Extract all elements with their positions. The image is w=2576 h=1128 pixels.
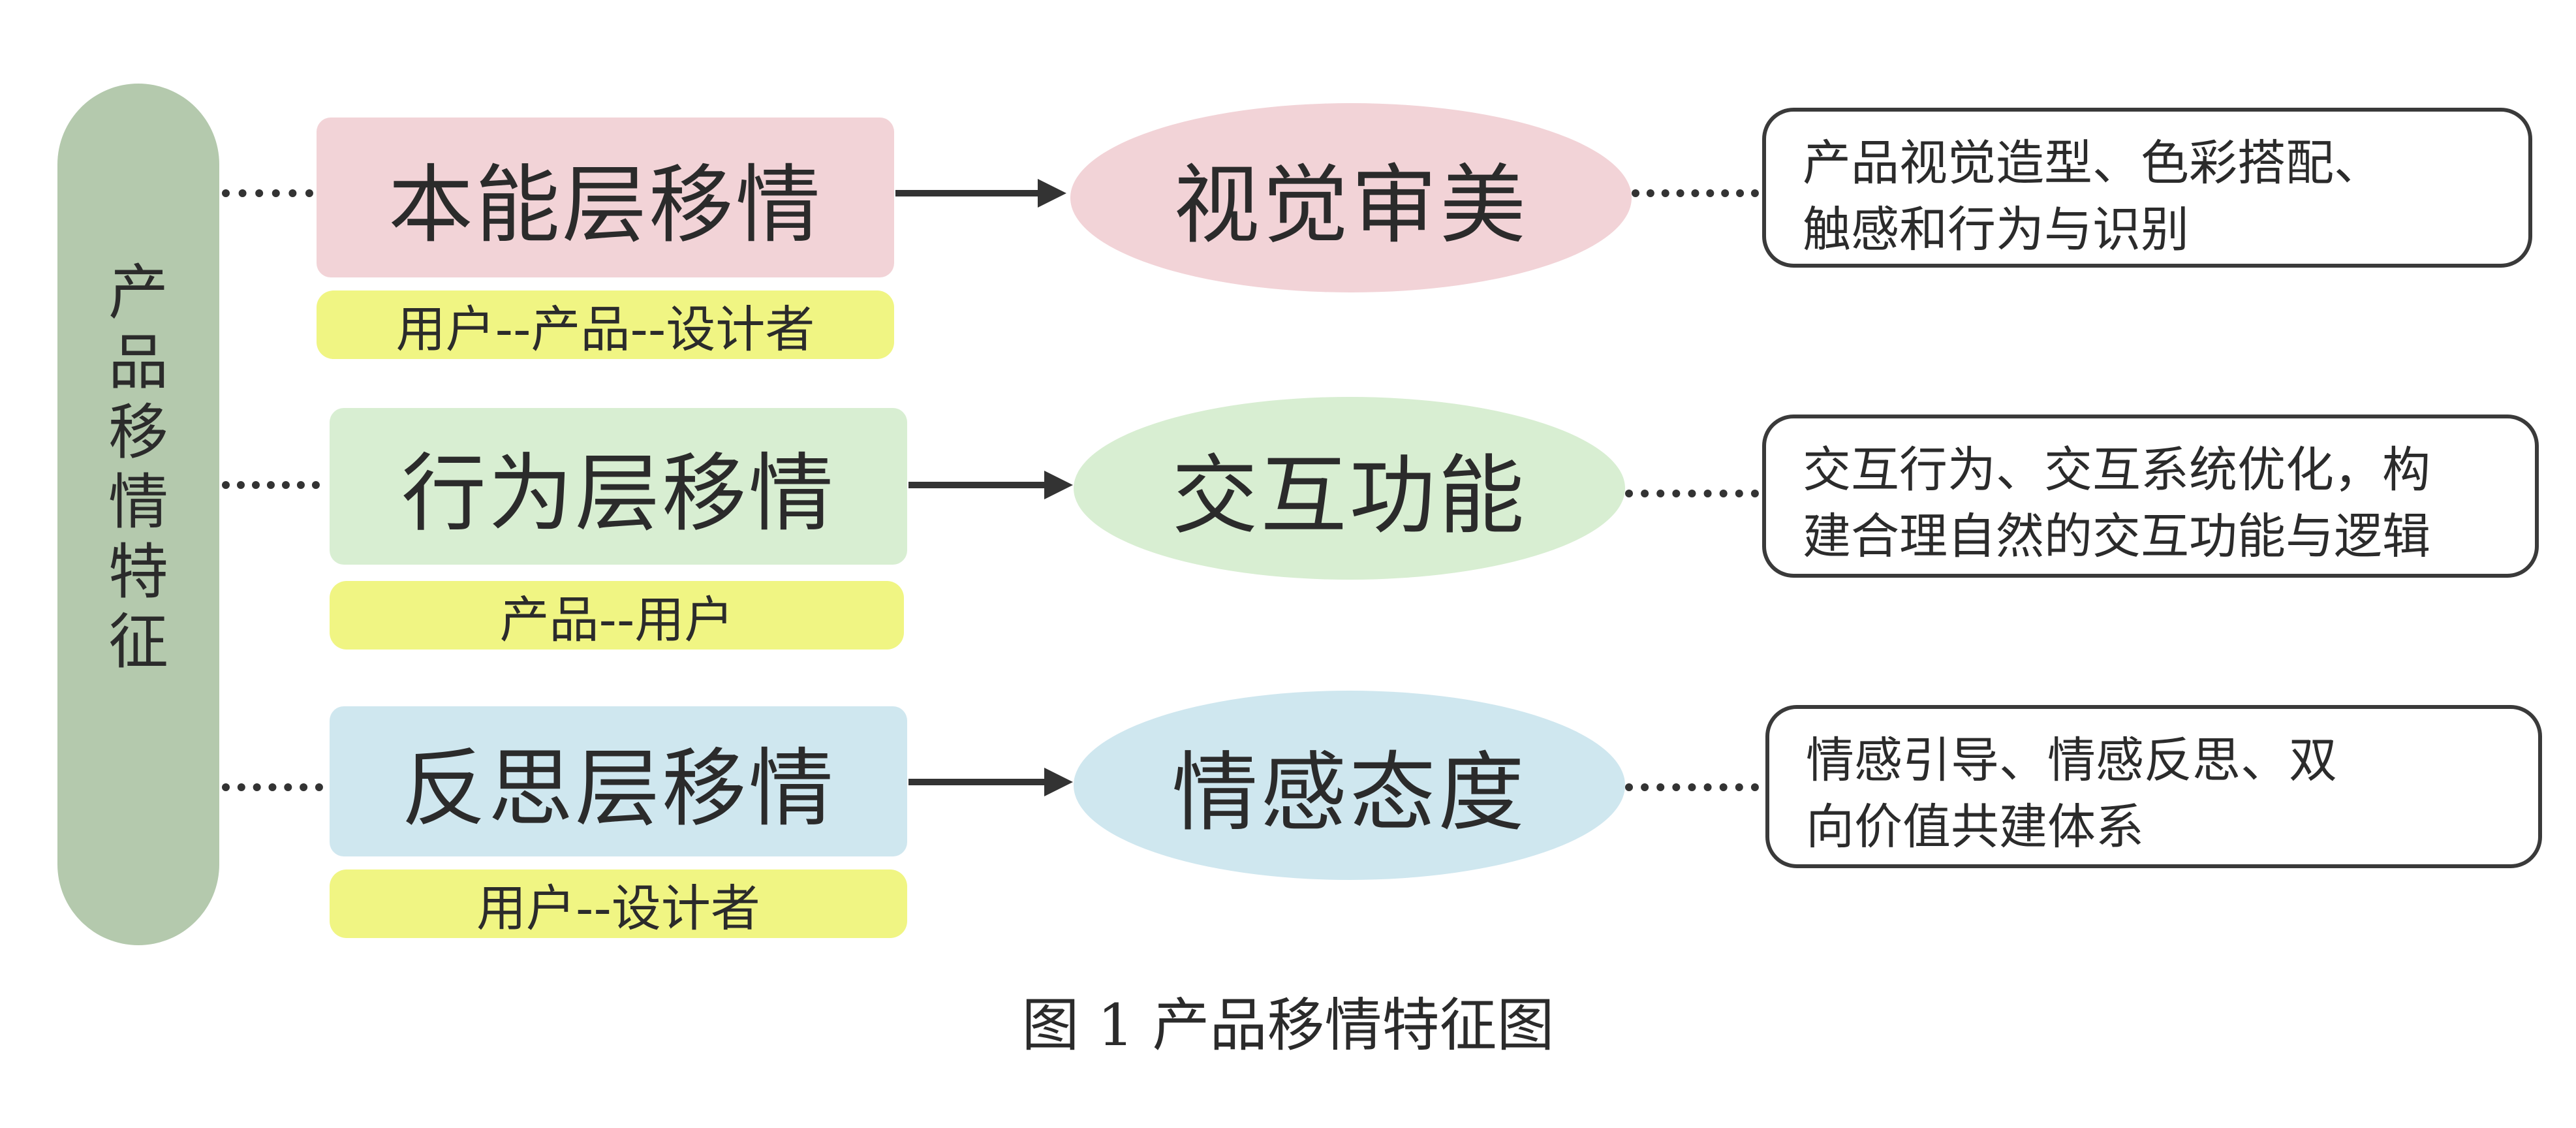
level-sub-label: 产品--用户: [330, 581, 904, 650]
level-box-reflection: 反思层移情: [330, 706, 907, 856]
arrow-line: [908, 482, 1044, 488]
ellipse-emotional-attitude: 情感态度: [1074, 691, 1625, 880]
arrow-head-icon: [1044, 768, 1073, 796]
dotted-connector: [1625, 490, 1759, 497]
dotted-connector: [1625, 783, 1759, 791]
figure-caption: 图 1 产品移情特征图: [1021, 992, 1555, 1059]
arrow-head-icon: [1044, 471, 1073, 499]
level-sub-label: 用户--设计者: [330, 870, 907, 938]
description-box: 情感引导、情感反思、双 向价值共建体系: [1765, 705, 2542, 868]
dotted-connector: [222, 189, 313, 197]
side-pill: [57, 84, 219, 945]
level-box-instinct: 本能层移情: [317, 118, 894, 277]
side-label: 产 品 移 情 特 征: [108, 258, 168, 677]
description-box: 交互行为、交互系统优化，构 建合理自然的交互功能与逻辑: [1762, 415, 2539, 578]
arrow-line: [908, 779, 1044, 785]
level-box-behavior: 行为层移情: [330, 408, 907, 565]
dotted-connector: [222, 783, 323, 791]
dotted-connector: [1632, 189, 1759, 197]
level-sub-label: 用户--产品--设计者: [317, 290, 894, 359]
description-box: 产品视觉造型、色彩搭配、 触感和行为与识别: [1762, 108, 2532, 268]
ellipse-visual-aesthetics: 视觉审美: [1070, 103, 1632, 292]
arrow-head-icon: [1038, 179, 1066, 208]
dotted-connector: [222, 481, 320, 489]
ellipse-interaction-function: 交互功能: [1074, 397, 1625, 580]
arrow-line: [895, 190, 1038, 196]
